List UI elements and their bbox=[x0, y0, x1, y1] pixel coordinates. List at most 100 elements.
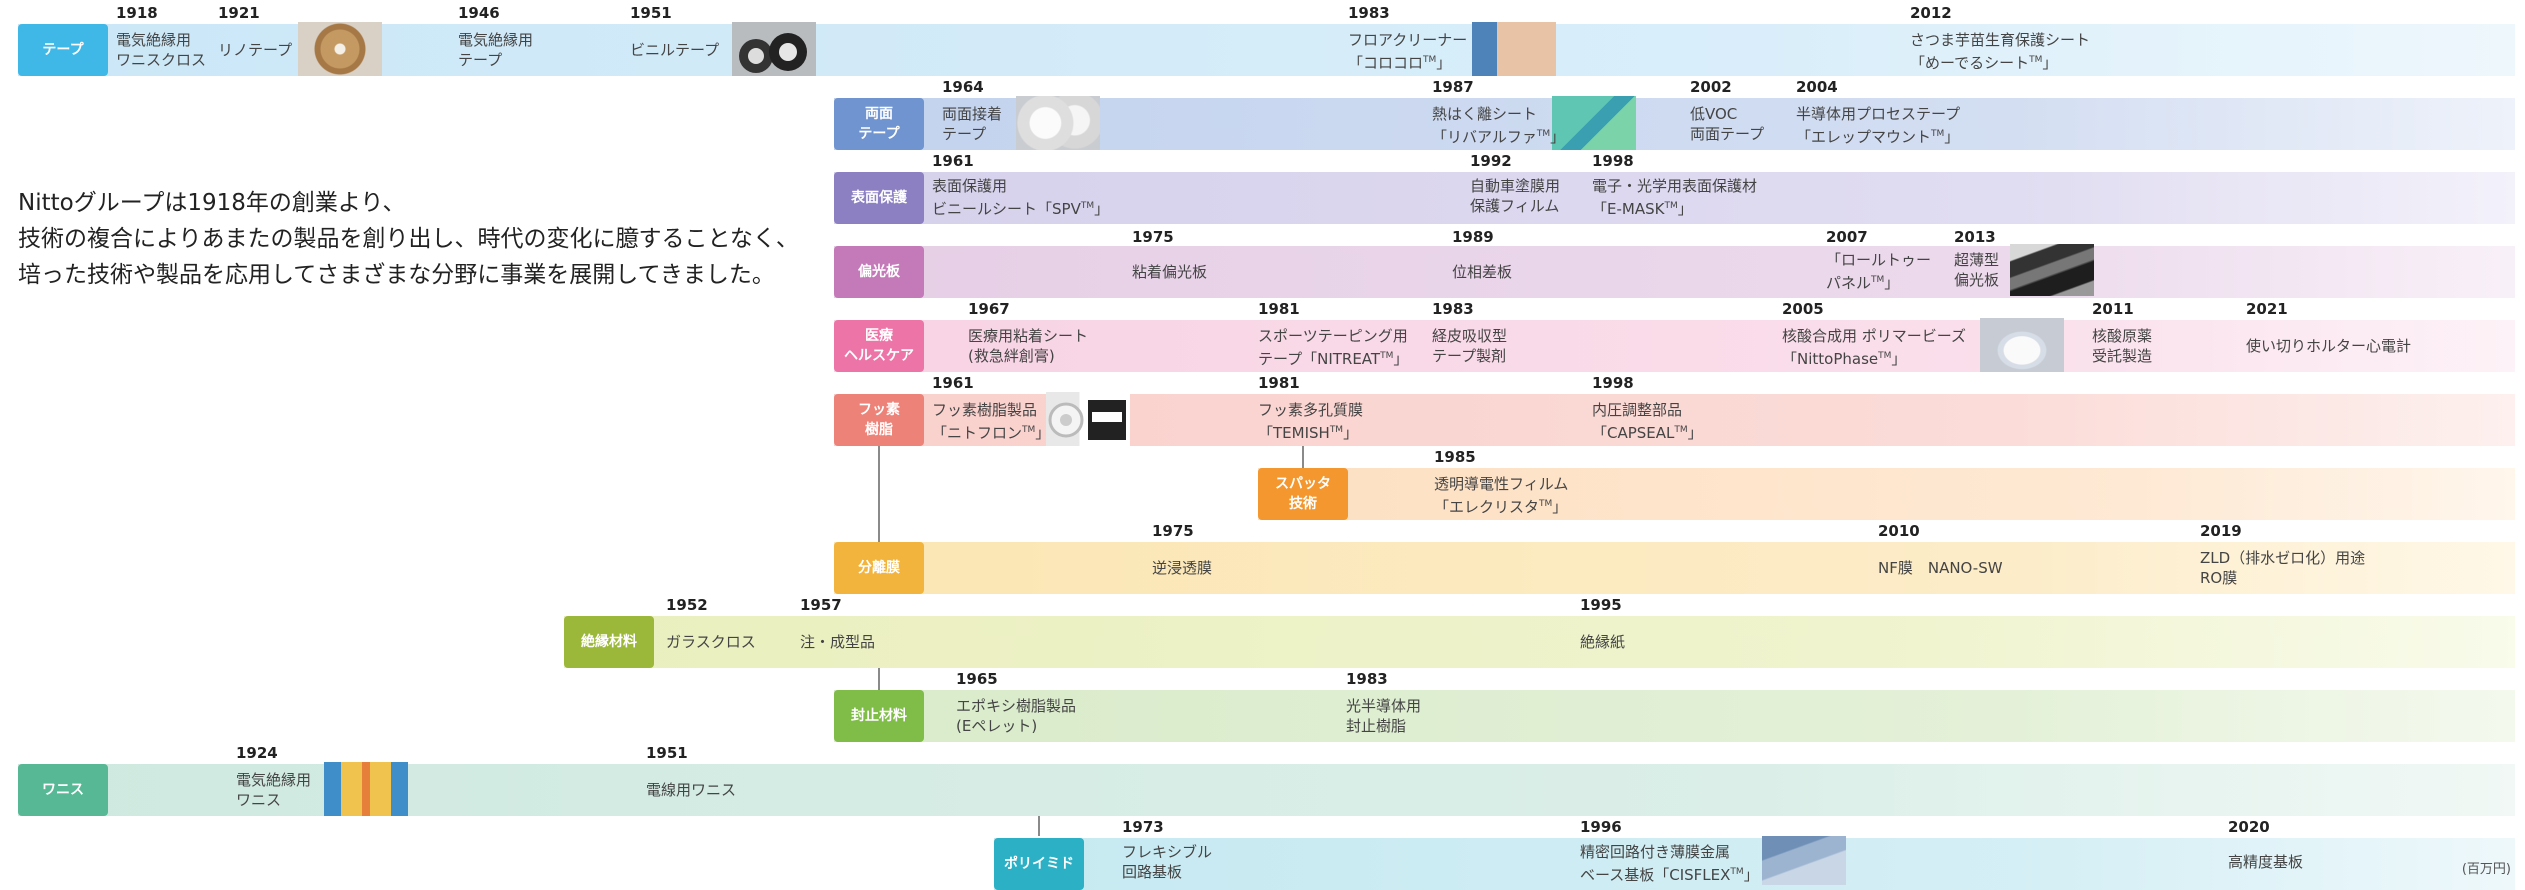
trademark-mark: TM bbox=[1536, 129, 1551, 139]
year-tape-3: 1946 bbox=[458, 4, 500, 22]
year-med-1: 1967 bbox=[968, 300, 1010, 318]
intro-text: Nittoグループは1918年の創業より、 技術の複合によりあまたの製品を創り出… bbox=[18, 185, 799, 293]
photo-nitoflon bbox=[1046, 392, 1130, 446]
photo-cisflex bbox=[1762, 836, 1846, 885]
year-ins-3: 1995 bbox=[1580, 596, 1622, 614]
year-pi-1: 1973 bbox=[1122, 818, 1164, 836]
year-pol-4: 2013 bbox=[1954, 228, 1996, 246]
year-flu-1: 1961 bbox=[932, 374, 974, 392]
year-var-1: 1924 bbox=[236, 744, 278, 762]
event-mem-1: 逆浸透膜 bbox=[1152, 559, 1213, 577]
trademark-mark: TM bbox=[1022, 425, 1036, 435]
event-ds-1: 両面接着 テープ bbox=[942, 105, 1003, 143]
event-sp-3: 電子・光学用表面保護材 「E-MASKTM」 bbox=[1592, 177, 1758, 218]
year-med-2: 1981 bbox=[1258, 300, 1300, 318]
year-tape-2: 1921 bbox=[218, 4, 260, 22]
event-sp-2: 自動車塗膜用 保護フィルム bbox=[1470, 177, 1561, 215]
event-tape-2: リノテープ bbox=[218, 41, 293, 59]
year-spt-1: 1985 bbox=[1434, 448, 1476, 466]
event-flu-3: 内圧調整部品 「CAPSEALTM」 bbox=[1592, 401, 1703, 442]
vinyl-tape-rolls bbox=[739, 33, 807, 73]
band-polyimide bbox=[994, 838, 2515, 890]
band-sputter bbox=[1258, 468, 2515, 520]
event-pi-2: 精密回路付き薄膜金属 ベース基板「CISFLEXTM」 bbox=[1580, 843, 1759, 884]
photo-floor-cleaner bbox=[1472, 22, 1556, 76]
event-pol-2: 位相差板 bbox=[1452, 263, 1513, 281]
label-varnish: ワニス bbox=[18, 764, 108, 816]
event-med-6: 使い切りホルター心電計 bbox=[2246, 337, 2412, 355]
event-med-3: 経皮吸収型 テープ製剤 bbox=[1432, 327, 1508, 365]
trademark-mark: TM bbox=[1674, 425, 1688, 435]
event-ins-1: ガラスクロス bbox=[666, 633, 756, 651]
year-tape-1: 1918 bbox=[116, 4, 158, 22]
event-med-1: 医療用粘着シート (救急絆創膏) bbox=[968, 327, 1089, 365]
year-ins-2: 1957 bbox=[800, 596, 842, 614]
unit-note: (百万円) bbox=[2461, 862, 2511, 877]
trademark-mark: TM bbox=[1423, 55, 1437, 65]
event-spt-1: 透明導電性フィルム 「エレクリスタTM」 bbox=[1434, 475, 1569, 516]
band-medical bbox=[834, 320, 2515, 372]
event-var-1: 電気絶縁用 ワニス bbox=[236, 771, 312, 809]
trademark-mark: TM bbox=[2029, 55, 2043, 65]
photo-revalpha bbox=[1552, 96, 1636, 150]
year-mem-3: 2019 bbox=[2200, 522, 2242, 540]
year-tape-5: 1983 bbox=[1348, 4, 1390, 22]
year-enc-1: 1965 bbox=[956, 670, 998, 688]
label-polyimide: ポリイミド bbox=[994, 838, 1084, 890]
year-ds-3: 2002 bbox=[1690, 78, 1732, 96]
year-med-5: 2011 bbox=[2092, 300, 2134, 318]
event-med-5: 核酸原薬 受託製造 bbox=[2092, 327, 2153, 365]
connector-varnish-polyimide bbox=[1038, 814, 1040, 836]
year-ds-4: 2004 bbox=[1796, 78, 1838, 96]
year-var-2: 1951 bbox=[646, 744, 688, 762]
band-double-sided bbox=[834, 98, 2515, 150]
band-varnish bbox=[18, 764, 2515, 816]
intro-line-3: 培った技術や製品を応用してさまざまな分野に事業を展開してきました。 bbox=[18, 262, 775, 288]
event-ds-3: 低VOC 両面テープ bbox=[1690, 105, 1765, 143]
label-surface-protection: 表面保護 bbox=[834, 172, 924, 224]
event-ds-2: 熱はく離シート 「リバアルファTM」 bbox=[1432, 105, 1566, 146]
event-enc-2: 光半導体用 封止樹脂 bbox=[1346, 697, 1422, 735]
trademark-mark: TM bbox=[1329, 425, 1344, 435]
year-med-6: 2021 bbox=[2246, 300, 2288, 318]
event-ins-3: 絶縁紙 bbox=[1580, 633, 1626, 651]
year-pol-3: 2007 bbox=[1826, 228, 1868, 246]
year-pol-1: 1975 bbox=[1132, 228, 1174, 246]
year-enc-2: 1983 bbox=[1346, 670, 1388, 688]
year-ds-2: 1987 bbox=[1432, 78, 1474, 96]
connector-fluoro-membrane bbox=[878, 446, 880, 542]
year-tape-4: 1951 bbox=[630, 4, 672, 22]
band-polarizer bbox=[834, 246, 2515, 298]
event-flu-2: フッ素多孔質膜 「TEMISHTM」 bbox=[1258, 401, 1364, 442]
event-enc-1: エポキシ樹脂製品 (Eペレット) bbox=[956, 697, 1077, 735]
trademark-mark: TM bbox=[1931, 129, 1945, 139]
trademark-mark: TM bbox=[1730, 867, 1744, 877]
band-membrane bbox=[834, 542, 2515, 594]
label-medical: 医療 ヘルスケア bbox=[834, 320, 924, 372]
event-tape-4: ビニルテープ bbox=[630, 41, 720, 59]
year-pi-3: 2020 bbox=[2228, 818, 2270, 836]
intro-line-1: Nittoグループは1918年の創業より、 bbox=[18, 190, 406, 216]
event-tape-5: フロアクリーナー 「コロコロTM」 bbox=[1348, 31, 1468, 72]
year-tape-6: 2012 bbox=[1910, 4, 1952, 22]
event-med-2: スポーツテーピング用 テープ「NITREATTM」 bbox=[1258, 327, 1409, 368]
event-pol-3: 「ロールトゥー パネルTM」 bbox=[1826, 251, 1932, 292]
label-polarizer: 偏光板 bbox=[834, 246, 924, 298]
band-insulation bbox=[564, 616, 2515, 668]
connector-fluoro-sputter bbox=[1302, 446, 1304, 468]
year-mem-2: 2010 bbox=[1878, 522, 1920, 540]
event-med-4: 核酸合成用 ポリマービーズ 「NittoPhaseTM」 bbox=[1782, 327, 1967, 368]
label-insulation: 絶縁材料 bbox=[564, 616, 654, 668]
photo-lino-tape bbox=[298, 22, 382, 76]
band-encapsulation bbox=[834, 690, 2515, 742]
label-sputter: スパッタ 技術 bbox=[1258, 468, 1348, 520]
event-ds-4: 半導体用プロセステープ 「エレップマウントTM」 bbox=[1796, 105, 1961, 146]
trademark-mark: TM bbox=[1380, 351, 1394, 361]
year-mem-1: 1975 bbox=[1152, 522, 1194, 540]
photo-varnish-cans bbox=[324, 762, 408, 816]
year-sp-2: 1992 bbox=[1470, 152, 1512, 170]
photo-double-sided-tape bbox=[1016, 96, 1100, 150]
photo-vinyl-tape bbox=[732, 22, 816, 76]
intro-line-2: 技術の複合によりあまたの製品を創り出し、時代の変化に臆することなく、 bbox=[18, 226, 799, 252]
band-surface-protection bbox=[834, 172, 2515, 224]
